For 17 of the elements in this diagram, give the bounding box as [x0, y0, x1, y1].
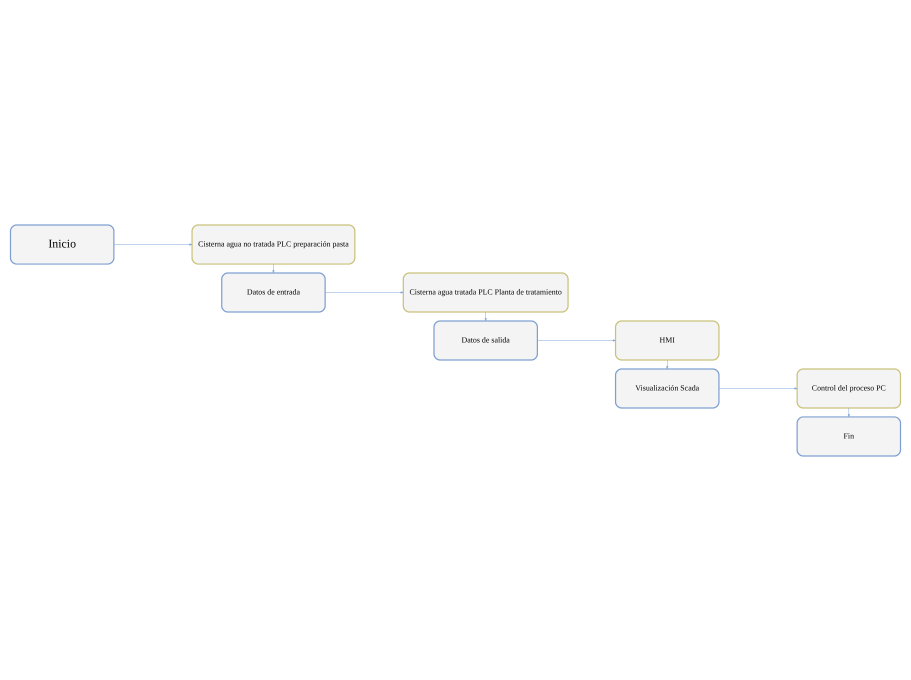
node-box: Cisterna agua tratada PLC Planta de tratamiento: [402, 272, 569, 312]
node-box: Fin: [796, 416, 902, 456]
arrow: [325, 290, 404, 294]
node-box: Cisterna agua no tratada PLC preparación pasta: [191, 224, 356, 264]
node-box: Control del proceso PC: [796, 368, 902, 408]
node-box: Visualización Scada: [614, 368, 720, 408]
arrow: [848, 407, 850, 417]
arrow: [272, 263, 275, 273]
arrow: [718, 386, 798, 390]
arrow: [114, 242, 192, 246]
arrow: [537, 338, 616, 342]
node-box: HMI: [614, 320, 720, 360]
arrow: [484, 311, 487, 321]
node-box: Datos de entrada: [221, 272, 326, 312]
node-box: Datos de salida: [433, 320, 538, 360]
node-box: Inicio: [10, 224, 114, 264]
arrow: [666, 359, 668, 369]
